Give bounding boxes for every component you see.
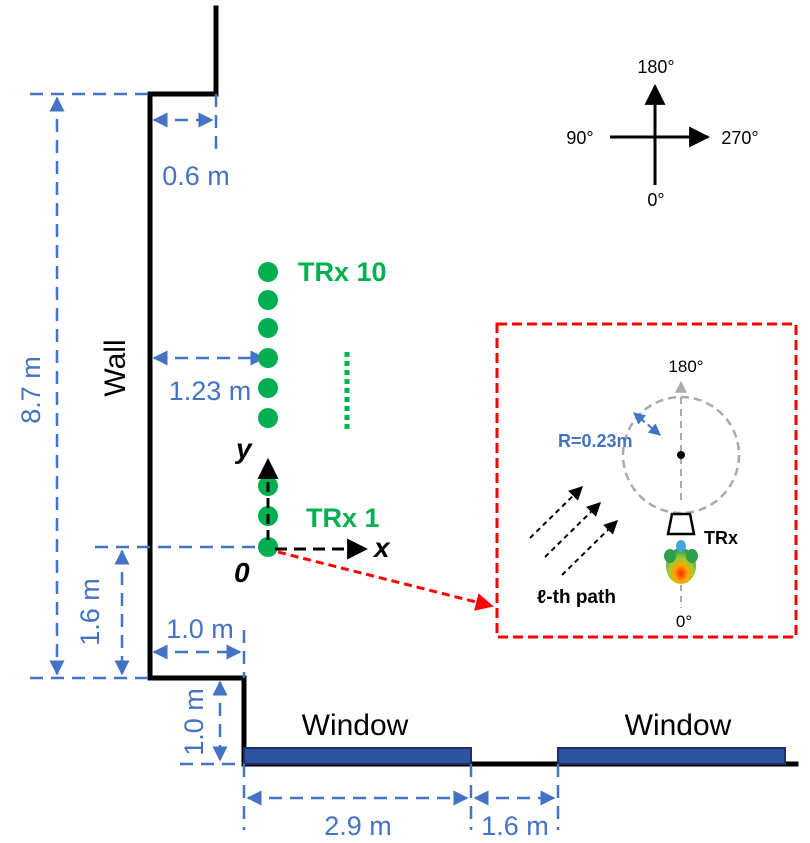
compass-0-label: 0° xyxy=(647,190,664,210)
trx-1-label: TRx 1 xyxy=(306,503,380,533)
compass-270-label: 270° xyxy=(721,128,758,148)
compass-90-label: 90° xyxy=(566,128,593,148)
window-width-label: 2.9 m xyxy=(324,811,392,841)
inset-center-point xyxy=(677,451,685,459)
room-height-label: 8.7 m xyxy=(16,356,46,424)
trx-offset-label: 1.23 m xyxy=(169,376,252,406)
inset-0-label: 0° xyxy=(676,612,692,631)
trx-dot xyxy=(258,290,278,310)
trx-dot xyxy=(258,537,278,557)
compass xyxy=(610,83,711,185)
dimension-arrows xyxy=(49,96,556,806)
trx-dot xyxy=(258,348,278,368)
inset-180-label: 180° xyxy=(668,357,703,376)
top-step-label: 0.6 m xyxy=(162,161,230,191)
radiation-pattern-icon xyxy=(664,540,698,584)
y-axis-label: y xyxy=(234,433,253,464)
dimension-lines xyxy=(30,92,560,830)
x-axis-label: x xyxy=(372,532,391,563)
window-1-bar xyxy=(243,747,472,765)
bottom-step-label: 1.0 m xyxy=(166,614,234,644)
inset-radius-label: R=0.23m xyxy=(558,431,633,451)
inset-trx-label: TRx xyxy=(704,528,738,548)
trx-column xyxy=(258,262,278,557)
trx-dot xyxy=(258,408,278,428)
window-gap-label: 1.6 m xyxy=(481,811,549,841)
callout-arrow xyxy=(277,550,494,611)
inset-panel: 180° 0° R=0.23m TRx ℓ-th path xyxy=(495,322,798,639)
window-1-label: Window xyxy=(302,709,409,742)
wall-label: Wall xyxy=(99,339,132,396)
trx-10-label: TRx 10 xyxy=(298,257,387,287)
origin-label: 0 xyxy=(234,557,250,588)
incoming-path-arrows xyxy=(529,486,618,576)
window-2-bar xyxy=(557,747,786,765)
window-2-label: Window xyxy=(625,709,732,742)
trx-dot xyxy=(258,378,278,398)
trx-dot xyxy=(258,262,278,282)
origin-height-label: 1.6 m xyxy=(75,578,105,646)
step-height-label: 1.0 m xyxy=(179,688,209,756)
compass-180-label: 180° xyxy=(637,57,674,77)
trx-dot xyxy=(258,318,278,338)
inset-radius-arrow xyxy=(633,412,661,436)
trx-antenna-icon xyxy=(666,512,696,536)
path-label: ℓ-th path xyxy=(537,587,616,608)
